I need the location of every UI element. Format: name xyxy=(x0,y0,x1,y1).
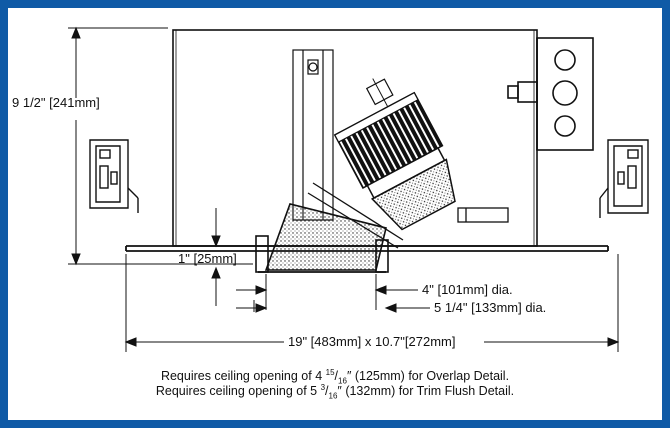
drawing-panel: 9 1/2" [241mm] 1" [25mm] 4" [101mm] dia.… xyxy=(8,8,662,420)
flange-dimension-label: 1" [25mm] xyxy=(178,251,237,266)
flush-note-prefix: Requires ceiling opening of 5 xyxy=(155,384,318,398)
overlap-note-prefix: Requires ceiling opening of 4 xyxy=(160,369,323,383)
housing-clip xyxy=(457,207,509,223)
left-hanger-bracket xyxy=(89,139,139,213)
flush-note: Requires ceiling opening of 5 3/16″ (132… xyxy=(155,382,515,401)
overlap-note: Requires ceiling opening of 4 15/16″ (12… xyxy=(160,367,510,386)
overlap-note-numerator: 15 xyxy=(325,367,335,377)
flush-note-suffix: ″ (132mm) for Trim Flush Detail. xyxy=(337,384,515,398)
right-hanger-bracket xyxy=(599,139,649,218)
overlap-note-denominator: 16 xyxy=(338,376,347,386)
aperture-large-label: 5 1/4" [133mm] dia. xyxy=(434,300,547,315)
height-dimension-line xyxy=(68,26,168,266)
height-dimension-label: 9 1/2" [241mm] xyxy=(12,95,100,110)
mounting-rail xyxy=(292,49,334,221)
ceiling-flange xyxy=(125,245,609,273)
flush-note-denominator: 16 xyxy=(328,391,338,401)
overall-dimension-label: 19" [483mm] x 10.7"[272mm] xyxy=(288,334,456,349)
reflector xyxy=(264,203,387,271)
aperture-small-label: 4" [101mm] dia. xyxy=(422,282,513,297)
flush-note-numerator: 3 xyxy=(320,382,326,392)
lamp-assembly xyxy=(333,78,456,231)
aperture-dimension-lines xyxy=(236,274,430,313)
overlap-note-suffix: ″ (125mm) for Overlap Detail. xyxy=(346,369,510,383)
overall-dimension-line xyxy=(124,254,620,352)
flange-dimension-line xyxy=(123,208,253,306)
junction-box xyxy=(507,37,594,151)
fixture-section-drawing xyxy=(68,26,649,352)
